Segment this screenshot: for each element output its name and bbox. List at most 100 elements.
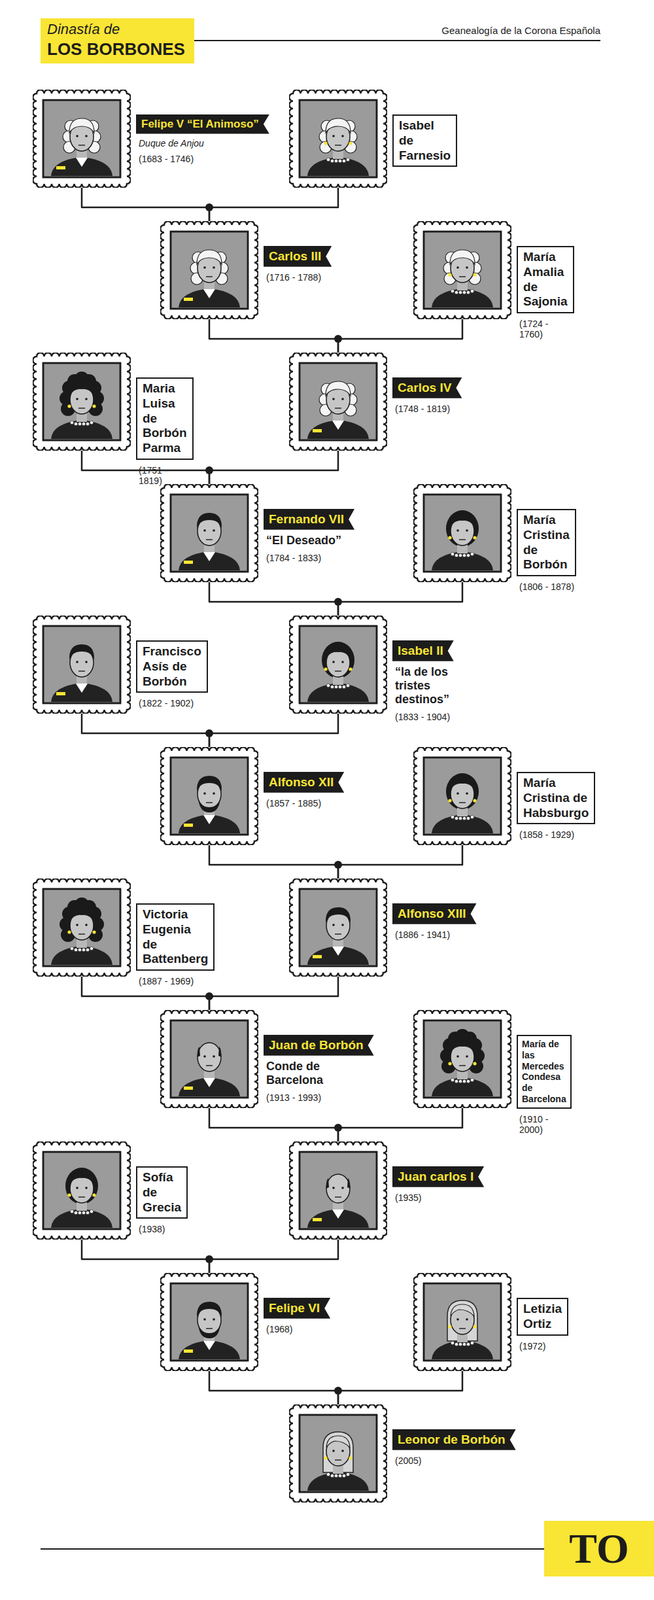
drawing-part xyxy=(67,1192,71,1197)
drawing-part xyxy=(431,288,494,308)
drawing-part xyxy=(423,494,501,572)
drawing-part xyxy=(423,1020,501,1098)
drawing-part xyxy=(32,615,131,714)
drawing-part xyxy=(465,1054,469,1058)
drawing-part xyxy=(206,1327,213,1329)
epithet: Duque de Anjou xyxy=(138,137,205,149)
drawing-part xyxy=(183,823,193,827)
lineage-connector xyxy=(338,1370,463,1405)
portrait-frame: Isabel de Farnesio xyxy=(289,89,388,188)
drawing-part xyxy=(203,529,207,532)
drawing-part xyxy=(472,798,477,802)
name-label-group: Maria Luisa de Borbón Parma(1751 - 1819) xyxy=(136,377,194,486)
portrait-illustration xyxy=(160,483,259,583)
drawing-part xyxy=(423,231,501,309)
drawing-part xyxy=(170,757,248,835)
drawing-part xyxy=(312,954,322,959)
drawing-part xyxy=(334,158,338,163)
drawing-part xyxy=(43,888,121,966)
name-label-group: Carlos IV(1748 - 1819) xyxy=(392,377,462,414)
drawing-part xyxy=(307,682,369,702)
drawing-part xyxy=(332,660,335,664)
portrait-figure xyxy=(51,897,113,965)
drawing-part xyxy=(170,1283,248,1361)
drawing-part xyxy=(458,553,462,557)
drawing-part xyxy=(334,407,342,409)
drawing-part xyxy=(89,946,93,950)
drawing-part xyxy=(160,1272,259,1371)
life-dates: (1724 - 1760) xyxy=(519,318,575,340)
drawing-part xyxy=(459,1327,466,1329)
drawing-part xyxy=(334,684,338,689)
drawing-part xyxy=(198,1323,221,1339)
drawing-part xyxy=(348,667,352,671)
drawing-part xyxy=(323,667,327,671)
drawing-part xyxy=(307,156,369,176)
drawing-part xyxy=(447,1324,452,1328)
drawing-part xyxy=(334,1196,342,1197)
drawing-part xyxy=(32,352,131,451)
drawing-part xyxy=(299,362,377,441)
drawing-part xyxy=(472,535,477,539)
portrait-figure xyxy=(51,1167,113,1228)
life-dates: (1935) xyxy=(395,1192,422,1203)
drawing-part xyxy=(450,551,454,556)
name-label-group: Juan de BorbónConde de Barcelona(1913 - … xyxy=(263,1034,375,1103)
epithet: “El Deseado” xyxy=(266,533,342,548)
life-dates: (1806 - 1878) xyxy=(519,581,575,592)
drawing-part xyxy=(431,1340,494,1360)
drawing-part xyxy=(431,1077,494,1097)
drawing-part xyxy=(160,483,259,583)
drawing-part xyxy=(323,1431,354,1473)
drawing-part xyxy=(212,1317,216,1321)
portrait-frame: Maria Luisa de Borbón Parma(1751 - 1819) xyxy=(32,352,131,451)
monarch-name: Fernando VII xyxy=(263,508,355,530)
drawing-part xyxy=(73,947,78,951)
drawing-part xyxy=(203,266,207,269)
drawing-part xyxy=(465,266,469,269)
drawing-part xyxy=(466,1079,470,1083)
portrait-figure xyxy=(307,641,369,702)
portrait-frame: Isabel II“la de los tristes destinos”(18… xyxy=(289,615,388,714)
portrait-figure xyxy=(51,118,113,176)
drawing-part xyxy=(73,421,78,426)
monarch-name: Leonor de Borbón xyxy=(392,1428,517,1450)
portrait-illustration xyxy=(32,352,131,451)
drawing-part xyxy=(212,1054,216,1058)
drawing-part xyxy=(454,816,458,820)
drawing-part xyxy=(423,757,501,835)
top-rule xyxy=(176,39,601,42)
portrait-frame: Fernando VII“El Deseado”(1784 - 1833) xyxy=(160,483,259,583)
drawing-part xyxy=(56,691,66,696)
drawing-part xyxy=(170,231,248,309)
portrait-illustration xyxy=(413,1272,512,1371)
drawing-part xyxy=(289,89,388,188)
drawing-part xyxy=(89,420,93,424)
drawing-part xyxy=(81,1210,86,1214)
drawing-part xyxy=(51,419,113,439)
drawing-part xyxy=(326,1177,350,1189)
portrait-illustration xyxy=(160,1009,259,1108)
drawing-part xyxy=(330,684,334,689)
drawing-part xyxy=(203,1340,216,1350)
drawing-part xyxy=(206,1064,213,1066)
name-label-group: Letizia Ortiz(1972) xyxy=(516,1297,569,1352)
drawing-part xyxy=(85,947,89,951)
portrait-frame: Juan de BorbónConde de Barcelona(1913 - … xyxy=(160,1009,259,1108)
drawing-part xyxy=(472,1324,477,1328)
drawing-part xyxy=(77,947,82,951)
portrait-illustration xyxy=(160,1272,259,1371)
drawing-part xyxy=(85,134,88,138)
spouse-name: Sofía de Grecia xyxy=(136,1166,188,1219)
drawing-part xyxy=(77,1210,82,1214)
drawing-part xyxy=(456,1054,460,1058)
drawing-part xyxy=(431,551,494,571)
drawing-part xyxy=(69,420,74,424)
drawing-part xyxy=(160,1009,259,1108)
life-dates: (2005) xyxy=(395,1455,422,1466)
spouse-name: Francisco Asís de Borbón xyxy=(136,640,208,693)
drawing-part xyxy=(170,1020,248,1098)
drawing-part xyxy=(43,888,121,966)
drawing-part xyxy=(65,1167,99,1205)
